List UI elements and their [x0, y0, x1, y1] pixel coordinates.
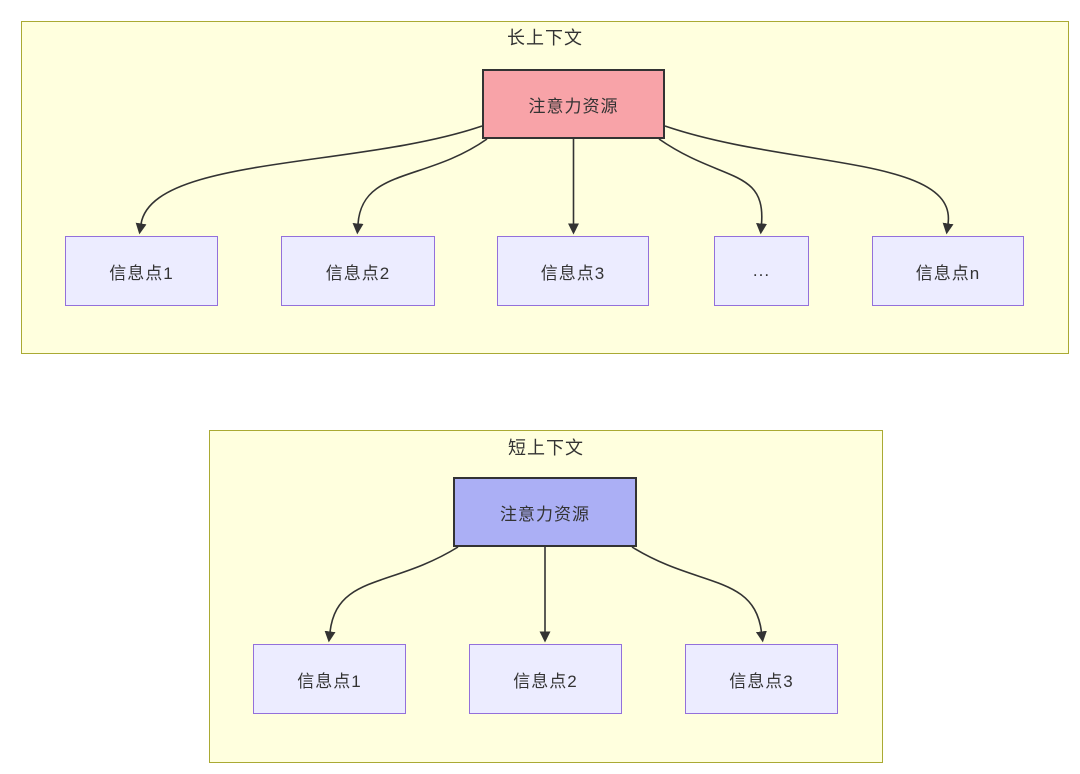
- short-attention-label: 注意力资源: [500, 504, 590, 524]
- long-context-title: 长上下文: [507, 28, 583, 48]
- short-node-2: 信息点2: [469, 644, 622, 714]
- short-node-1-label: 信息点1: [297, 671, 362, 691]
- long-attention-label: 注意力资源: [528, 96, 619, 116]
- long-node-3: 信息点3: [497, 236, 649, 306]
- long-node-ellipsis-label: ...: [752, 261, 771, 280]
- long-node-2: 信息点2: [281, 236, 435, 306]
- long-node-ellipsis: ...: [714, 236, 809, 306]
- long-node-n-label: 信息点n: [915, 263, 981, 283]
- long-node-2-label: 信息点2: [325, 263, 391, 283]
- short-node-3-label: 信息点3: [729, 671, 794, 691]
- long-node-1-label: 信息点1: [109, 263, 174, 283]
- long-node-n: 信息点n: [872, 236, 1024, 306]
- long-attention-box: 注意力资源: [482, 69, 665, 139]
- long-node-3-label: 信息点3: [540, 263, 606, 283]
- short-context-title: 短上下文: [508, 438, 584, 458]
- short-node-2-label: 信息点2: [513, 671, 578, 691]
- short-attention-box: 注意力资源: [453, 477, 637, 547]
- short-node-3: 信息点3: [685, 644, 838, 714]
- short-node-1: 信息点1: [253, 644, 406, 714]
- long-node-1: 信息点1: [65, 236, 218, 306]
